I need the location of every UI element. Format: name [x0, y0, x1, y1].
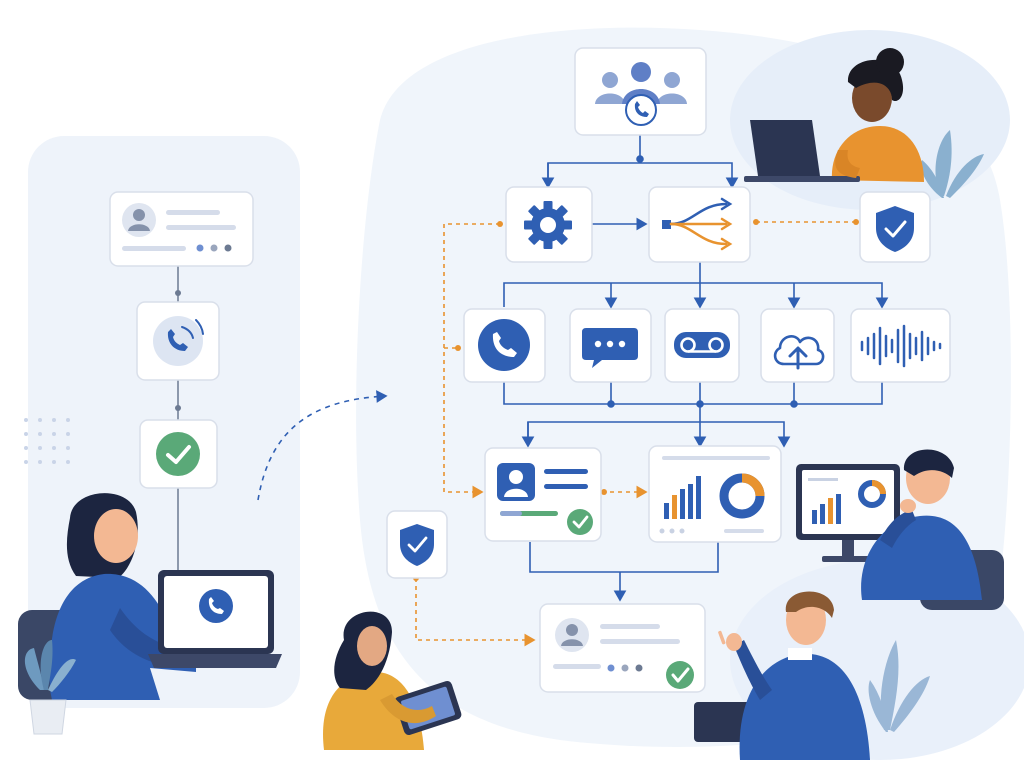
collar — [788, 648, 812, 660]
laptop — [148, 570, 282, 668]
hand — [726, 633, 742, 651]
security-node — [859, 191, 931, 263]
connector-dot — [175, 405, 181, 411]
body — [323, 671, 424, 750]
phone-ringing-icon — [153, 316, 204, 366]
sound-wave-icon — [860, 324, 942, 368]
channel-voicemail-node — [664, 308, 740, 383]
face — [94, 509, 138, 563]
left-check-card — [139, 419, 218, 489]
team-call-node — [574, 47, 707, 136]
arm — [380, 694, 436, 724]
contact-output-node — [484, 447, 602, 542]
chat-bubble-icon — [582, 328, 638, 368]
laptop — [744, 120, 860, 182]
team-call-icon — [595, 62, 687, 126]
person-analyst — [796, 449, 1004, 610]
check-icon — [156, 432, 200, 476]
routing-node — [648, 186, 751, 263]
left-flow — [18, 191, 388, 735]
potted-plant — [24, 640, 76, 735]
arm — [880, 510, 916, 548]
person-pointing — [694, 591, 930, 760]
status-dot — [210, 244, 218, 252]
status-dot — [196, 244, 204, 252]
shield-check-icon — [876, 206, 914, 252]
analytics-output-node — [648, 445, 782, 543]
dots-pattern — [24, 418, 70, 464]
user-profile-icon — [122, 203, 156, 237]
channel-chat-node — [569, 308, 652, 383]
main-flow — [323, 47, 1004, 760]
person-with-tablet — [323, 611, 462, 750]
status-dot — [224, 244, 232, 252]
channel-audio-node — [850, 308, 951, 383]
plant-bottom-right — [868, 640, 930, 732]
arm — [734, 640, 772, 700]
monitor — [796, 464, 900, 562]
shield-check-icon — [400, 524, 434, 566]
flow-connectors — [503, 135, 889, 602]
person-top-right — [744, 48, 984, 198]
phone-icon — [199, 589, 233, 623]
face-front — [357, 626, 387, 666]
connector-dot — [175, 290, 181, 296]
final-profile-node — [539, 603, 706, 693]
profile-complete-icon — [553, 618, 694, 689]
left-phone-card — [136, 301, 220, 381]
hair — [785, 591, 834, 618]
left-person-at-laptop — [18, 493, 282, 735]
contact-card-icon — [497, 463, 593, 535]
handoff-arrow — [257, 390, 388, 501]
plant-right — [920, 130, 984, 198]
settings-node — [505, 186, 593, 263]
phone-icon — [478, 319, 530, 371]
voicemail-icon — [674, 332, 730, 358]
channel-cloud-node — [760, 308, 835, 383]
gear-icon — [524, 201, 572, 249]
arm — [835, 150, 860, 178]
side-security-node — [386, 510, 448, 579]
channel-phone-node — [463, 308, 546, 383]
face — [852, 74, 892, 122]
analytics-dashboard-icon — [659, 456, 770, 534]
hair — [903, 449, 954, 478]
hair-bun — [876, 48, 904, 76]
body — [739, 653, 870, 760]
hand — [900, 499, 916, 513]
pointing-finger — [718, 630, 726, 645]
routing-arrows-icon — [662, 197, 733, 251]
left-user-card — [109, 191, 254, 267]
cloud-upload-icon — [773, 335, 825, 370]
